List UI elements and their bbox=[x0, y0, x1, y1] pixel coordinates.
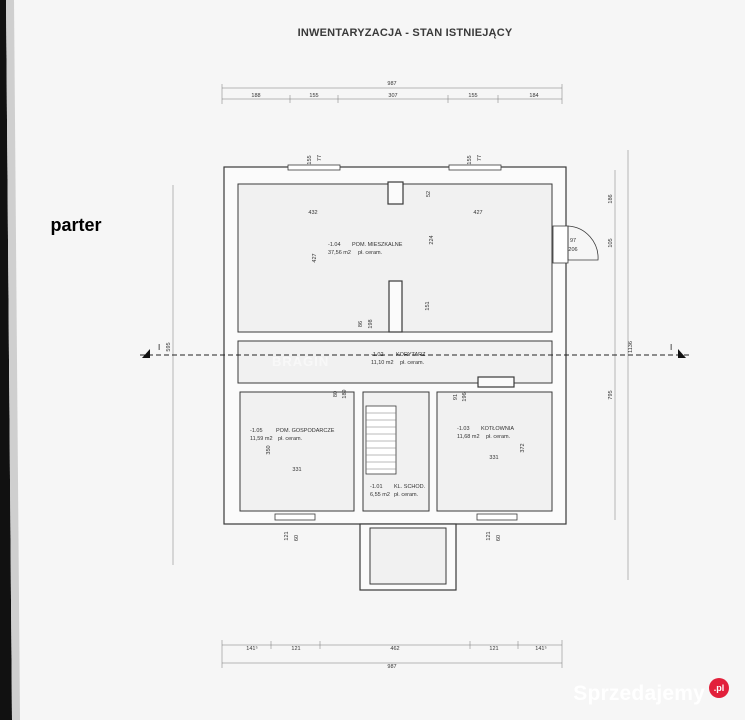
site-watermark: Sprzedajemy .pl bbox=[573, 678, 729, 706]
svg-text:pł. ceram.: pł. ceram. bbox=[358, 250, 383, 256]
svg-text:11,59 m2: 11,59 m2 bbox=[250, 436, 273, 442]
svg-text:pł. ceram.: pł. ceram. bbox=[278, 436, 303, 442]
svg-text:37,56 m2: 37,56 m2 bbox=[328, 250, 351, 256]
section-marker-left: I bbox=[158, 343, 160, 352]
svg-text:52: 52 bbox=[426, 191, 432, 197]
faint-watermark: BRAGIN bbox=[272, 354, 329, 369]
svg-text:KORYTARZ: KORYTARZ bbox=[396, 352, 426, 358]
svg-text:331: 331 bbox=[292, 467, 301, 473]
svg-text:POM. MIESZKALNE: POM. MIESZKALNE bbox=[352, 242, 403, 248]
svg-text:206: 206 bbox=[568, 247, 577, 253]
svg-text:11,10 m2: 11,10 m2 bbox=[371, 360, 394, 366]
dim-top-seg-5: 184 bbox=[529, 93, 538, 99]
entrance-vestibule bbox=[359, 523, 457, 591]
dim-top-seg-3: 307 bbox=[388, 93, 397, 99]
dim-right-inner: 1136 bbox=[628, 341, 634, 353]
svg-text:80: 80 bbox=[333, 391, 339, 397]
svg-text:224: 224 bbox=[429, 235, 435, 244]
svg-text:-1.04: -1.04 bbox=[328, 242, 341, 248]
svg-text:KL. SCHOD.: KL. SCHOD. bbox=[394, 484, 426, 490]
dim-right-top: 186 bbox=[608, 194, 614, 203]
dim-bottom-seg-3: 462 bbox=[390, 646, 399, 652]
svg-text:pł. ceram.: pł. ceram. bbox=[400, 360, 425, 366]
svg-text:POM. GOSPODARCZE: POM. GOSPODARCZE bbox=[276, 428, 335, 434]
side-dimensions: 595 186 105 795 1136 bbox=[166, 150, 634, 580]
svg-text:pł. ceram.: pł. ceram. bbox=[394, 492, 419, 498]
dim-bottom-seg-2: 121 bbox=[291, 646, 300, 652]
section-marker-right: I bbox=[670, 343, 672, 352]
dim-top-total: 987 bbox=[387, 81, 396, 87]
room-label-gospodarcze: -1.05 POM. GOSPODARCZE 11,59 m2 pł. cera… bbox=[250, 428, 335, 442]
level-label: parter bbox=[50, 215, 101, 235]
svg-text:196: 196 bbox=[462, 392, 468, 401]
room-label-korytarz: -1.02 KORYTARZ 11,10 m2 pł. ceram. bbox=[371, 352, 426, 366]
svg-text:6,55 m2: 6,55 m2 bbox=[370, 492, 390, 498]
svg-text:372: 372 bbox=[520, 443, 526, 452]
svg-text:60: 60 bbox=[496, 535, 502, 541]
room-label-klatka-schodowa: -1.01 KL. SCHOD. 6,55 m2 pł. ceram. bbox=[370, 484, 426, 498]
drawing-title: INWENTARYZACJA - STAN ISTNIEJĄCY bbox=[298, 27, 513, 39]
building-outline bbox=[223, 164, 599, 525]
svg-text:86: 86 bbox=[358, 321, 364, 327]
watermark-text: Sprzedajemy bbox=[573, 682, 705, 705]
room-label-kotlownia: -1.03 KOTŁOWNIA 11,68 m2 pł. ceram. bbox=[457, 426, 514, 440]
top-dimensions: 987 188 155 307 155 184 155 77 155 77 bbox=[221, 81, 563, 165]
dim-top-seg-4: 155 bbox=[468, 93, 477, 99]
svg-text:151: 151 bbox=[425, 301, 431, 310]
dim-window-left-h: 77 bbox=[317, 155, 323, 161]
dim-right-outer: 795 bbox=[608, 390, 614, 399]
svg-text:-1.05: -1.05 bbox=[250, 428, 263, 434]
room-area-kotlownia bbox=[436, 391, 553, 512]
svg-text:121: 121 bbox=[486, 531, 492, 540]
room-area-gospodarcze bbox=[239, 391, 355, 512]
staircase bbox=[365, 405, 397, 475]
dim-window-right-w: 155 bbox=[467, 155, 473, 164]
bottom-dimensions: 141⁵ 121 462 121 141⁵ 987 bbox=[221, 640, 563, 670]
paper-shadow bbox=[6, 0, 20, 720]
section-line: I I bbox=[140, 343, 690, 358]
dim-right-mid: 105 bbox=[608, 238, 614, 247]
svg-text:331: 331 bbox=[489, 455, 498, 461]
watermark-badge: .pl bbox=[709, 678, 729, 698]
dim-left-vertical: 595 bbox=[166, 342, 172, 351]
svg-text:189: 189 bbox=[342, 389, 348, 398]
svg-text:432: 432 bbox=[308, 210, 317, 216]
svg-text:11,68 m2: 11,68 m2 bbox=[457, 434, 480, 440]
interior-dimensions: 432 427 427 52 224 151 86 198 80 189 350… bbox=[266, 191, 578, 541]
svg-text:97: 97 bbox=[570, 238, 576, 244]
svg-text:pł. ceram.: pł. ceram. bbox=[486, 434, 511, 440]
dim-bottom-total: 987 bbox=[387, 664, 396, 670]
dim-top-seg-2: 155 bbox=[309, 93, 318, 99]
dim-window-left-w: 155 bbox=[307, 155, 313, 164]
svg-text:91: 91 bbox=[453, 394, 459, 400]
svg-text:KOTŁOWNIA: KOTŁOWNIA bbox=[481, 426, 514, 432]
dim-window-right-h: 77 bbox=[477, 155, 483, 161]
room-area-korytarz bbox=[237, 340, 553, 384]
svg-text:427: 427 bbox=[473, 210, 482, 216]
svg-text:198: 198 bbox=[368, 319, 374, 328]
svg-text:-1.01: -1.01 bbox=[370, 484, 383, 490]
svg-text:427: 427 bbox=[312, 253, 318, 262]
dim-bottom-seg-1: 141⁵ bbox=[246, 645, 257, 652]
svg-text:121: 121 bbox=[284, 531, 290, 540]
dim-bottom-seg-5: 141⁵ bbox=[535, 645, 546, 652]
svg-text:60: 60 bbox=[294, 535, 300, 541]
svg-text:350: 350 bbox=[266, 445, 272, 454]
room-label-mieszkalne: -1.04 POM. MIESZKALNE 37,56 m2 pł. ceram… bbox=[328, 242, 403, 256]
svg-text:-1.02: -1.02 bbox=[371, 352, 384, 358]
dim-top-seg-1: 188 bbox=[251, 93, 260, 99]
dim-bottom-seg-4: 121 bbox=[489, 646, 498, 652]
svg-text:-1.03: -1.03 bbox=[457, 426, 470, 432]
